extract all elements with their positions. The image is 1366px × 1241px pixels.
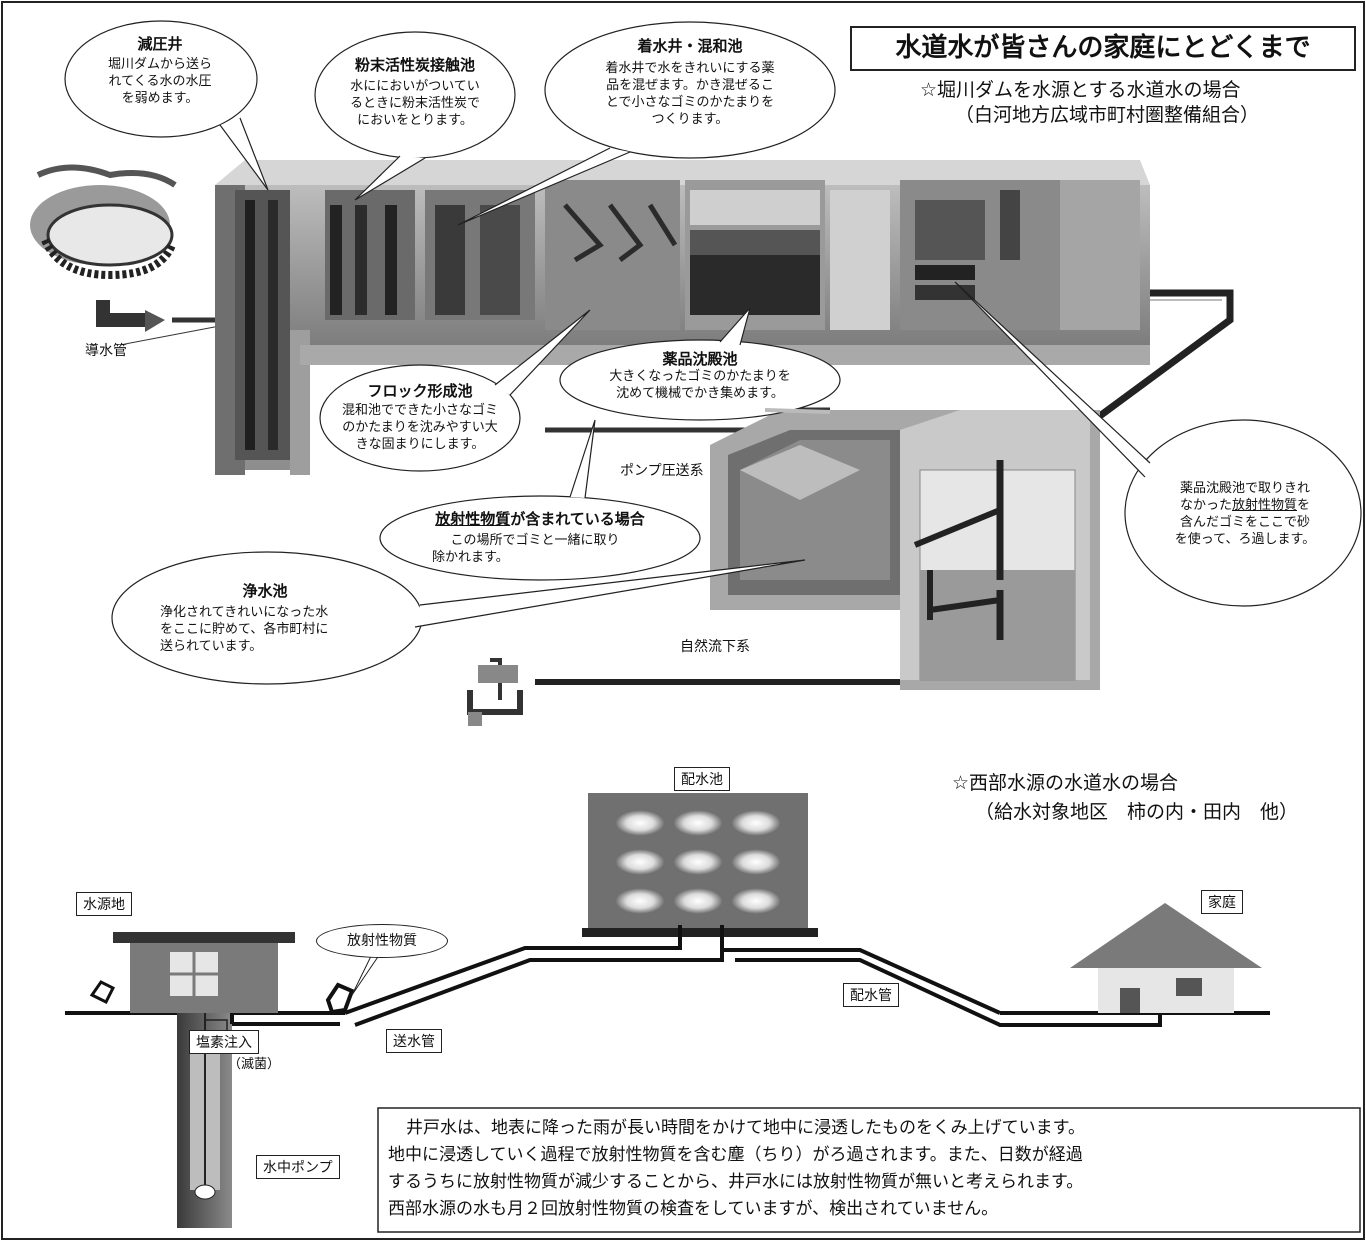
chlorine-label: 塩素注入 (189, 1030, 259, 1054)
faucet-icon (467, 658, 523, 726)
arrow-stub (764, 408, 831, 414)
note-box (377, 1107, 1361, 1233)
bubble-funmatsu-text: 水ににおいがついてい るときに粉末活性炭で においをとります。 (349, 79, 480, 128)
bubble-roka (1124, 419, 1362, 607)
bubble-housha (379, 495, 701, 581)
bubble-genatsu (64, 20, 258, 138)
bubble-funmatsu-title: 粉末活性炭接触池 (354, 56, 475, 74)
bubble-jousui-text: 浄化されてきれいになった水 をここに貯めて、各市町村に 送られています。 (160, 605, 329, 654)
bubble-yakuhin (559, 339, 841, 421)
bubble-shapes (64, 20, 1362, 685)
bubble-yakuhin-text: 大きくなったゴミのかたまりを 沈めて機械でかき集めます。 (609, 369, 791, 401)
bubble-genatsu-title: 減圧井 (137, 35, 183, 53)
treatment-plant (215, 160, 1150, 475)
water-source-label: 水源地 (76, 892, 132, 916)
dam-icon (30, 164, 177, 280)
reservoir-label: 配水池 (674, 767, 730, 791)
title-box (850, 26, 1356, 71)
pump-line-label: ポンプ圧送系 (620, 463, 704, 479)
transmission-pipe-label: 送水管 (386, 1029, 442, 1053)
bubble-yakuhin-title: 薬品沈殿池 (662, 350, 738, 368)
section1-subheading: （白河地方広域市町村圏整備組合） (955, 104, 1260, 126)
house-label: 家庭 (1201, 890, 1243, 914)
bubble-genatsu-text: 堀川ダムから送ら れてくる水の水圧 を弱めます。 (107, 57, 212, 106)
distribution-reservoir (582, 793, 818, 937)
note-text: 井戸水は、地表に降った雨が長い時間をかけて地中に浸透したものをくみ上げています。… (388, 1118, 1085, 1219)
distribution-pipe-label: 配水管 (843, 983, 899, 1007)
radioactive-callout: 放射性物質 (316, 924, 448, 958)
bubble-chakusui (544, 21, 836, 159)
natural-flow-label: 自然流下系 (680, 639, 750, 655)
bubble-chakusui-title: 着水井・混和池 (637, 37, 743, 55)
bubble-flock (319, 364, 521, 472)
section2-heading: ☆西部水源の水道水の場合 (952, 772, 1179, 794)
water-source-building (113, 932, 295, 1013)
radioactive-particle-icon (89, 980, 355, 1015)
bubble-housha-text: この場所でゴミと一緒に取り 除かれます。 (432, 533, 620, 565)
intake-pipe-label: 導水管 (85, 343, 127, 359)
section2-subheading: （給水対象地区 柿の内・田内 他） (975, 801, 1299, 823)
section1-heading: ☆堀川ダムを水源とする水道水の場合 (920, 79, 1241, 101)
clear-water-tank (710, 410, 1100, 690)
bubble-flock-title: フロック形成池 (367, 382, 473, 400)
page-title: 水道水が皆さんの家庭にとどくまで (895, 33, 1311, 63)
supply-pipes (230, 925, 1162, 1027)
bubble-flock-text: 混和池でできた小さなゴミ のかたまりを沈みやすい大 きな固まりにします。 (341, 403, 498, 452)
bubble-roka-text: 薬品沈殿池で取りきれ なかった放射性物質を 含んだゴミをここで砂 を使って、ろ過… (1174, 481, 1316, 547)
submersible-pump-label: 水中ポンプ (256, 1155, 340, 1179)
bubble-chakusui-text: 着水井で水をきれいにする薬 品を混ぜます。かき混ぜるこ とで小さなゴミのかたまり… (605, 61, 775, 127)
bubble-housha-title: 放射性物質が含まれている場合 (435, 510, 645, 528)
house-icon (1070, 903, 1262, 1013)
sterilization-label: （滅菌） (228, 1057, 281, 1072)
bubble-jousui-title: 浄水池 (242, 582, 288, 600)
